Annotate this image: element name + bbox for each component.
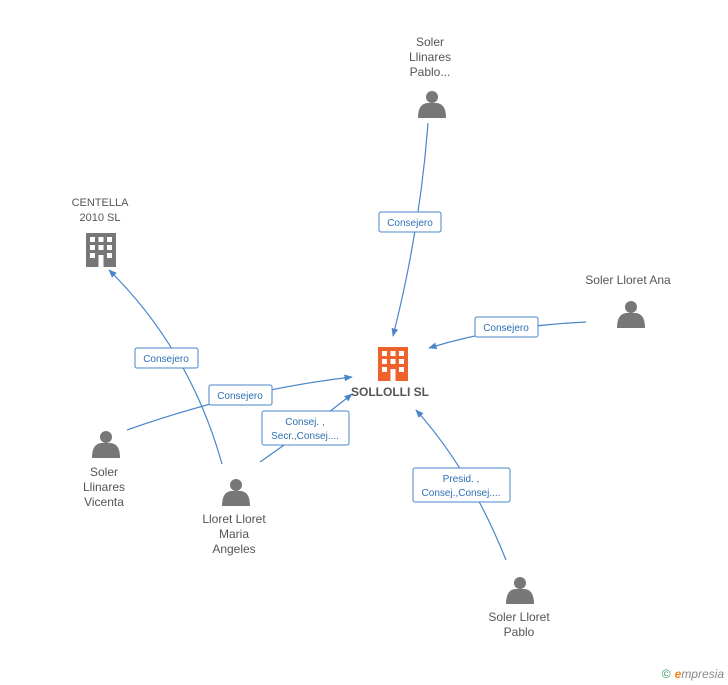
node-label: CENTELLA	[72, 197, 130, 209]
node-soler-llinares-vicenta[interactable]: Soler Llinares Vicenta	[83, 431, 125, 509]
node-soler-llinares-pablo[interactable]: Soler Llinares Pablo...	[409, 35, 451, 118]
node-label: Maria	[219, 527, 249, 541]
person-icon	[617, 301, 645, 328]
node-label: Soler	[416, 35, 444, 49]
node-label: Lloret Lloret	[202, 512, 266, 526]
edge-label-text: Consejero	[483, 323, 529, 334]
edge-label-text: Secr.,Consej....	[271, 431, 339, 442]
node-label: Angeles	[212, 542, 255, 556]
edge-label-e5[interactable]: Consej. , Secr.,Consej....	[261, 410, 350, 446]
node-label: 2010 SL	[80, 212, 121, 224]
building-icon	[86, 233, 116, 267]
edge-label-text: Consejero	[387, 218, 433, 229]
edge-label-text: Presid. ,	[443, 474, 480, 485]
person-icon	[92, 431, 120, 458]
node-label: Llinares	[409, 50, 451, 64]
node-lloret-lloret-maria-angeles[interactable]: Lloret Lloret Maria Angeles	[202, 479, 266, 556]
node-centella[interactable]: CENTELLA 2010 SL	[72, 197, 130, 267]
person-icon	[222, 479, 250, 506]
node-soler-lloret-pablo[interactable]: Soler Lloret Pablo	[488, 577, 550, 639]
edge-label-text: Consej. ,	[285, 417, 324, 428]
edge-label-e3[interactable]: Consejero	[134, 347, 199, 369]
edge-label-e2[interactable]: Consejero	[474, 316, 539, 338]
person-icon	[506, 577, 534, 604]
building-icon	[378, 347, 408, 381]
edges	[108, 122, 587, 561]
node-label: Pablo...	[410, 65, 451, 79]
node-label: Pablo	[504, 625, 535, 639]
edge-label-text: Consejero	[143, 354, 189, 365]
edge-label-text: Consejero	[217, 391, 263, 402]
node-label: Vicenta	[84, 495, 124, 509]
center-node-label: SOLLOLLI SL	[351, 385, 429, 399]
node-label: Llinares	[83, 480, 125, 494]
copyright-icon: ©	[661, 667, 671, 681]
edge-label-text: Consej.,Consej....	[422, 488, 501, 499]
brand-logo: empresia	[674, 667, 724, 681]
node-label: Soler Lloret Ana	[585, 273, 671, 287]
node-label: Soler Lloret	[488, 610, 550, 624]
edge-label-e4[interactable]: Consejero	[208, 384, 273, 406]
person-icon	[418, 91, 446, 118]
node-label: Soler	[90, 465, 118, 479]
edge-label-e6[interactable]: Presid. , Consej.,Consej....	[412, 467, 511, 503]
center-node[interactable]: SOLLOLLI SL	[351, 347, 429, 399]
edge-label-e1[interactable]: Consejero	[378, 211, 442, 233]
watermark: ©empresia	[662, 667, 724, 681]
node-soler-lloret-ana[interactable]: Soler Lloret Ana	[585, 273, 671, 328]
